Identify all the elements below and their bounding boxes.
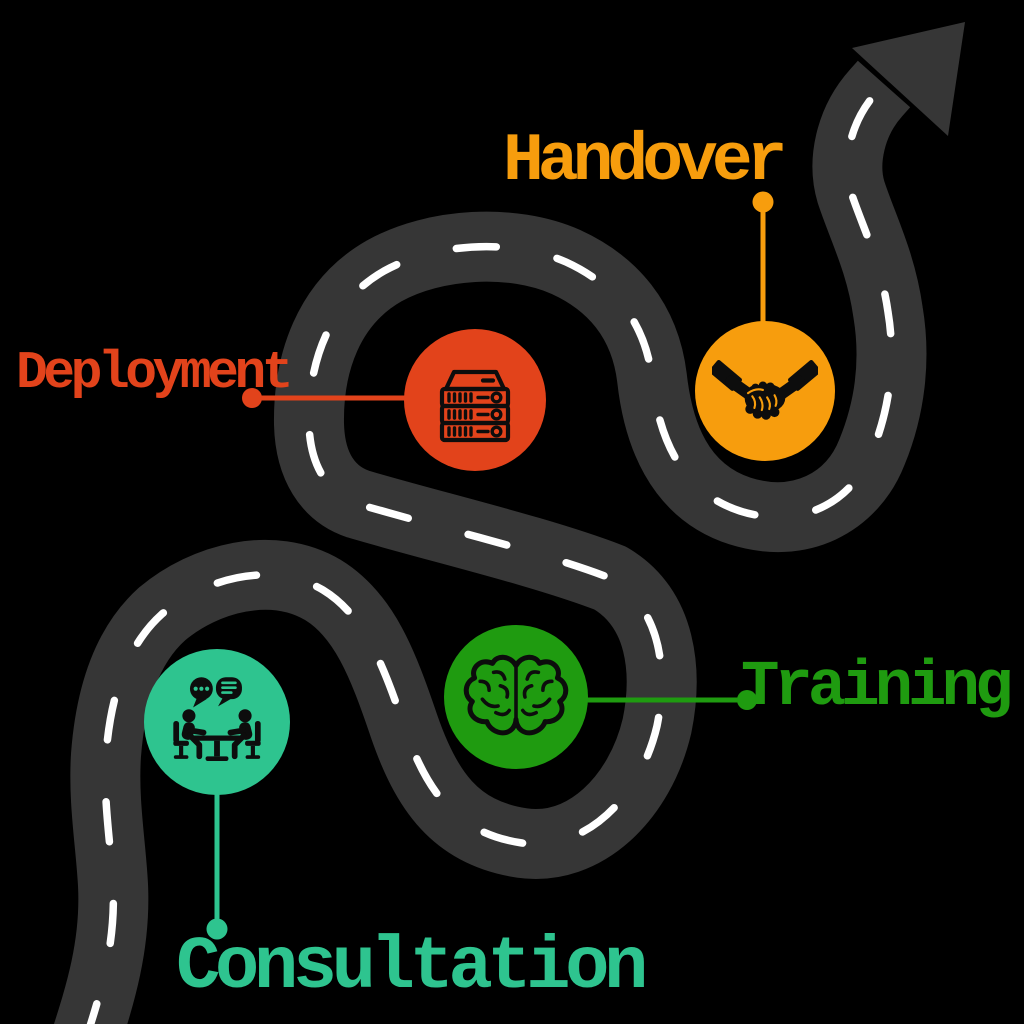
handover-connector-dot — [752, 191, 774, 213]
deployment-connector — [242, 388, 408, 408]
handshake-icon — [712, 360, 818, 420]
deployment-label: Deployment — [16, 343, 294, 403]
road-arrowhead — [852, 22, 965, 136]
deployment-node — [404, 329, 546, 471]
training-node — [444, 625, 588, 769]
training-connector — [587, 690, 757, 710]
server-rack-icon — [439, 369, 511, 443]
brain-icon — [463, 654, 569, 736]
training-label: Training — [741, 652, 1013, 724]
handover-label: Handover — [503, 123, 787, 200]
training-connector-dot — [737, 690, 757, 710]
handover-connector — [752, 191, 774, 323]
handover-node — [695, 321, 835, 461]
consultation-node — [144, 649, 290, 795]
consultation-chat-icon — [173, 677, 261, 761]
road — [53, 60, 927, 1024]
road-centerline — [86, 89, 896, 1024]
deployment-connector-dot — [242, 388, 262, 408]
consultation-connector — [206, 793, 228, 940]
consultation-label: Consultation — [176, 926, 648, 1010]
consultation-connector-dot — [206, 918, 228, 940]
